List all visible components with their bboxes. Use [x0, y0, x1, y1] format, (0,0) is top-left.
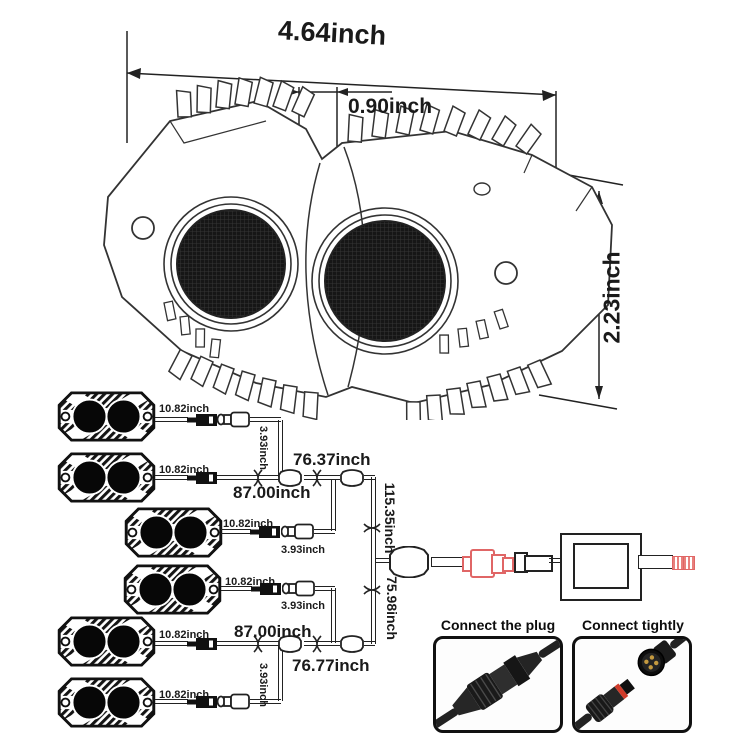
black-plug-connector-icon [524, 555, 553, 572]
wire [216, 641, 279, 646]
pod-cable-label: 10.82inch [159, 403, 210, 415]
plug-connector-icon [187, 695, 217, 709]
cable-break-icon [311, 635, 323, 653]
rock-light-pod-icon [56, 452, 157, 503]
wire [278, 646, 283, 701]
cable-break-icon [363, 584, 381, 596]
wire [216, 475, 279, 480]
plug-instruction-photo [433, 636, 563, 733]
segment-length-label: 3.93inch [281, 600, 326, 612]
wire [155, 417, 188, 422]
wire [364, 475, 375, 480]
right-lens-icon [311, 207, 459, 355]
wire [431, 557, 463, 567]
tighten-instruction-photo [572, 636, 692, 733]
inline-connector-icon [339, 469, 365, 487]
plug-instruction-caption: Connect the plug [440, 617, 556, 633]
plug-connector-icon [251, 582, 281, 596]
segment-length-label: 3.93inch [257, 663, 269, 708]
wire [331, 588, 336, 643]
segment-length-label: 76.37inch [293, 450, 371, 469]
segment-length-label: 75.98inch [384, 576, 400, 640]
connector-pair-icon [575, 639, 689, 730]
rock-light-pod-icon [56, 616, 157, 667]
wire [315, 586, 335, 591]
segment-length-label: 115.35inch [382, 482, 398, 554]
power-lead-wire [638, 555, 673, 569]
rock-light-pod-icon [123, 507, 224, 558]
wire [155, 641, 188, 646]
plug-connector-icon [250, 525, 280, 539]
wire [304, 641, 340, 646]
wire [250, 699, 281, 704]
notch-dimension-label: 0.90inch [348, 95, 433, 118]
segment-length-label: 3.93inch [257, 426, 269, 471]
cable-break-icon [311, 469, 323, 487]
wire [221, 529, 251, 534]
wire [371, 477, 376, 644]
wire [314, 529, 335, 534]
control-box-inner [573, 543, 629, 589]
plug-connector-icon [187, 637, 217, 651]
segment-length-label: 87.00inch [233, 483, 311, 502]
socket-connector-icon [281, 523, 315, 540]
wire [304, 475, 340, 480]
wire [155, 475, 188, 480]
red-plug-connector-icon [502, 557, 514, 572]
wire [331, 479, 336, 531]
width-dimension-label: 4.64inch [277, 15, 387, 51]
cable-break-icon [363, 522, 381, 534]
rock-light-pod-icon [56, 677, 157, 728]
power-lead-end-icon [683, 556, 695, 570]
socket-connector-icon [282, 580, 316, 597]
segment-length-label: 76.77inch [292, 656, 370, 675]
wire [375, 558, 389, 563]
segment-length-label: 87.00inch [234, 622, 312, 641]
wire [364, 641, 375, 646]
plug-connector-icon [187, 471, 217, 485]
wire [155, 699, 188, 704]
socket-connector-icon [217, 693, 251, 710]
tighten-instruction-caption: Connect tightly [582, 617, 684, 633]
plug-connector-icon [187, 413, 217, 427]
wire [250, 417, 281, 422]
inline-connector-icon [339, 635, 365, 653]
connected-plug-icon [436, 639, 560, 730]
wire [221, 586, 252, 591]
socket-connector-icon [217, 411, 251, 428]
mounting-holes [131, 182, 518, 285]
rock-light-technical-drawing [103, 31, 624, 420]
rock-light-pod-icon [122, 564, 223, 615]
wire [549, 558, 560, 563]
left-lens-icon [163, 196, 299, 332]
segment-length-label: 3.93inch [281, 544, 326, 556]
rock-light-pod-icon [56, 391, 157, 442]
wire [278, 420, 283, 477]
height-dimension-label: 2.23inch [598, 251, 625, 344]
